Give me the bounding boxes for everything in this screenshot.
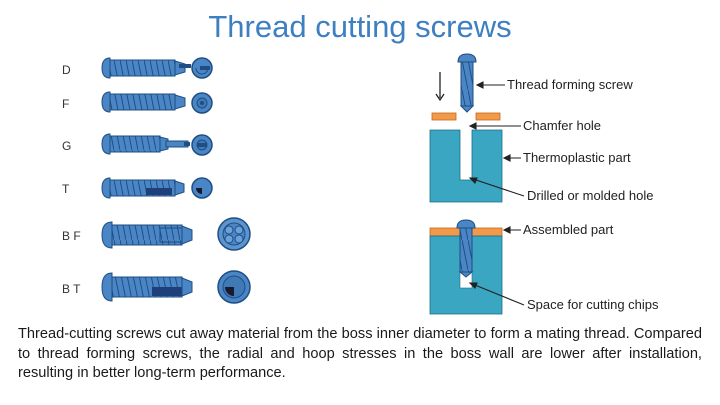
screw-t-end — [191, 177, 213, 199]
screw-f-end — [191, 92, 213, 114]
screw-g-side — [101, 133, 190, 155]
label-space-for-cutting-chips: Space for cutting chips — [527, 297, 659, 312]
screw-f-side — [101, 91, 186, 113]
screw-label-bf: B F — [62, 229, 81, 243]
screw-g-end — [191, 134, 213, 156]
screw-bf-end — [217, 217, 251, 251]
thermoplastic-part-top — [429, 129, 503, 203]
screw-bf-side — [101, 221, 193, 249]
label-thermoplastic-part: Thermoplastic part — [523, 150, 631, 165]
screw-label-bt: B T — [62, 282, 81, 296]
assembled-screw — [456, 219, 476, 278]
label-assembled-part: Assembled part — [523, 222, 614, 237]
label-thread-forming-screw: Thread forming screw — [507, 77, 633, 92]
screw-t-side — [101, 177, 185, 199]
leader-lines — [468, 81, 525, 306]
screw-label-t: T — [62, 182, 70, 196]
page-title: Thread cutting screws — [208, 9, 512, 44]
down-arrow-icon — [435, 72, 445, 102]
thread-forming-screw — [457, 53, 477, 113]
caption-text: Thread-cutting screws cut away material … — [18, 326, 702, 381]
screw-d-side — [101, 57, 191, 79]
screw-label-g: G — [62, 139, 72, 153]
plate-left — [431, 112, 457, 121]
screw-bt-side — [101, 272, 193, 302]
label-drilled-or-molded-hole: Drilled or molded hole — [527, 188, 654, 203]
label-chamfer-hole: Chamfer hole — [523, 118, 602, 133]
screw-bt-end — [217, 270, 251, 304]
screw-label-f: F — [62, 97, 70, 111]
screw-label-d: D — [62, 63, 71, 77]
screw-d-end — [191, 57, 213, 79]
plate-right — [475, 112, 501, 121]
